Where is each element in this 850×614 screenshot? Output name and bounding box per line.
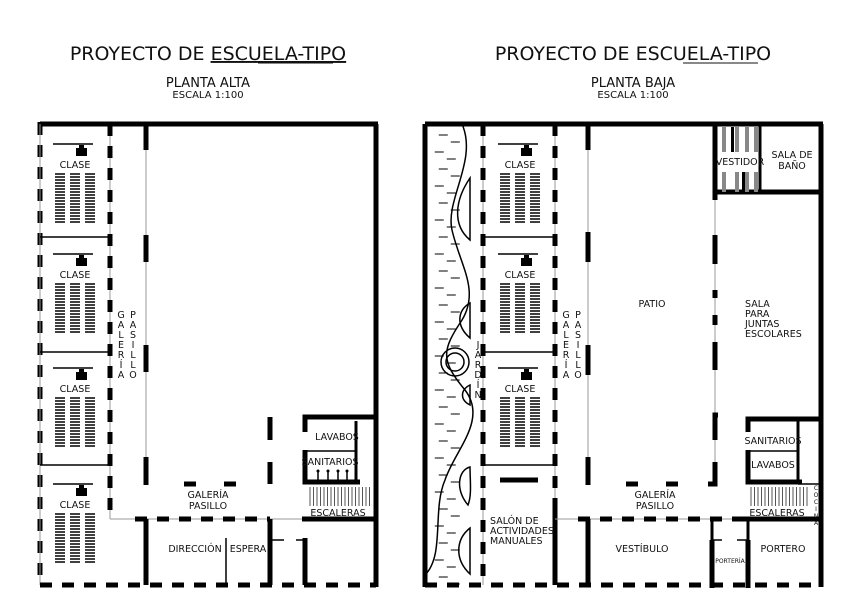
room-pasillo: PASILLO xyxy=(636,501,674,512)
room-clase: CLASE xyxy=(505,384,536,395)
room-clase: CLASE xyxy=(505,270,536,281)
room-direccion: DIRECCIÓN xyxy=(168,543,221,555)
teacher-desk-icon xyxy=(497,143,539,157)
sink-icons xyxy=(316,469,349,482)
room-sala-juntas: PARA xyxy=(745,309,770,320)
plan-title: PROYECTO DE ESCUELA-TIPO xyxy=(70,43,346,65)
room-clase: CLASE xyxy=(60,160,91,171)
room-clase: CLASE xyxy=(505,160,536,171)
room-sala-de-bano: SALA DE xyxy=(771,150,812,161)
stairs-icon xyxy=(750,487,808,506)
room-pasillo: PASILLO xyxy=(189,501,227,512)
room-salon: ACTIVIDADES xyxy=(490,526,554,537)
room-lavabos: LAVABOS xyxy=(751,460,795,471)
room-clase: CLASE xyxy=(60,500,91,511)
classroom-furniture xyxy=(497,143,540,223)
plan-planta-alta: PROYECTO DE ESCUELA-TIPO PLANTA ALTA ESC… xyxy=(37,43,379,588)
room-espera: ESPERA xyxy=(230,544,267,555)
room-galeria: GALERÍA xyxy=(634,489,676,501)
room-clase: CLASE xyxy=(60,270,91,281)
room-sanitarios: SANITARIOS xyxy=(301,457,358,468)
room-salon: MANUALES xyxy=(490,536,543,547)
room-lavabos: LAVABOS xyxy=(315,432,359,443)
room-portero: PORTERO xyxy=(761,544,806,555)
garden-drawing xyxy=(424,123,474,585)
room-escaleras: ESCALERAS xyxy=(310,508,365,519)
room-porteria: PORTERÍA xyxy=(715,558,745,565)
room-clase: CLASE xyxy=(60,384,91,395)
stairs-icon xyxy=(309,487,370,506)
classroom-furniture xyxy=(497,253,540,333)
floor-name: PLANTA ALTA xyxy=(166,76,250,91)
room-sala-de-bano: BAÑO xyxy=(778,161,806,172)
room-sala-juntas: SALA xyxy=(745,299,770,310)
plan-title: PROYECTO DE ESCUELA-TIPO xyxy=(495,43,771,65)
teacher-desk-icon xyxy=(497,367,539,381)
teacher-desk-icon xyxy=(497,253,539,267)
teacher-desk-icon xyxy=(52,367,94,381)
teacher-desk-icon xyxy=(52,143,94,157)
floor-name: PLANTA BAJA xyxy=(591,76,675,91)
classroom-furniture xyxy=(52,483,95,563)
scale-label: ESCALA 1:100 xyxy=(172,90,243,101)
classroom-furniture xyxy=(52,143,95,223)
locker-icons xyxy=(722,127,758,192)
room-salon: SALÓN DE xyxy=(490,515,539,527)
room-escaleras: ESCALERAS xyxy=(749,508,804,519)
room-sala-juntas: ESCOLARES xyxy=(745,329,802,340)
plan-planta-baja: PROYECTO DE ESCUELA-TIPO PLANTA BAJA ESC… xyxy=(422,43,824,588)
classroom-furniture xyxy=(52,367,95,447)
room-vestibulo: VESTÍBULO xyxy=(615,543,668,555)
room-sala-juntas: JUNTAS xyxy=(744,319,779,330)
teacher-desk-icon xyxy=(52,483,94,497)
classroom-furniture xyxy=(497,367,540,447)
classroom-furniture xyxy=(52,253,95,333)
room-sanitarios: SANITARIOS xyxy=(744,436,801,447)
room-galeria: GALERÍA xyxy=(187,489,229,501)
teacher-desk-icon xyxy=(52,253,94,267)
room-vestidor: VESTIDOR xyxy=(716,157,765,168)
room-patio: PATIO xyxy=(639,299,666,310)
scale-label: ESCALA 1:100 xyxy=(597,90,668,101)
